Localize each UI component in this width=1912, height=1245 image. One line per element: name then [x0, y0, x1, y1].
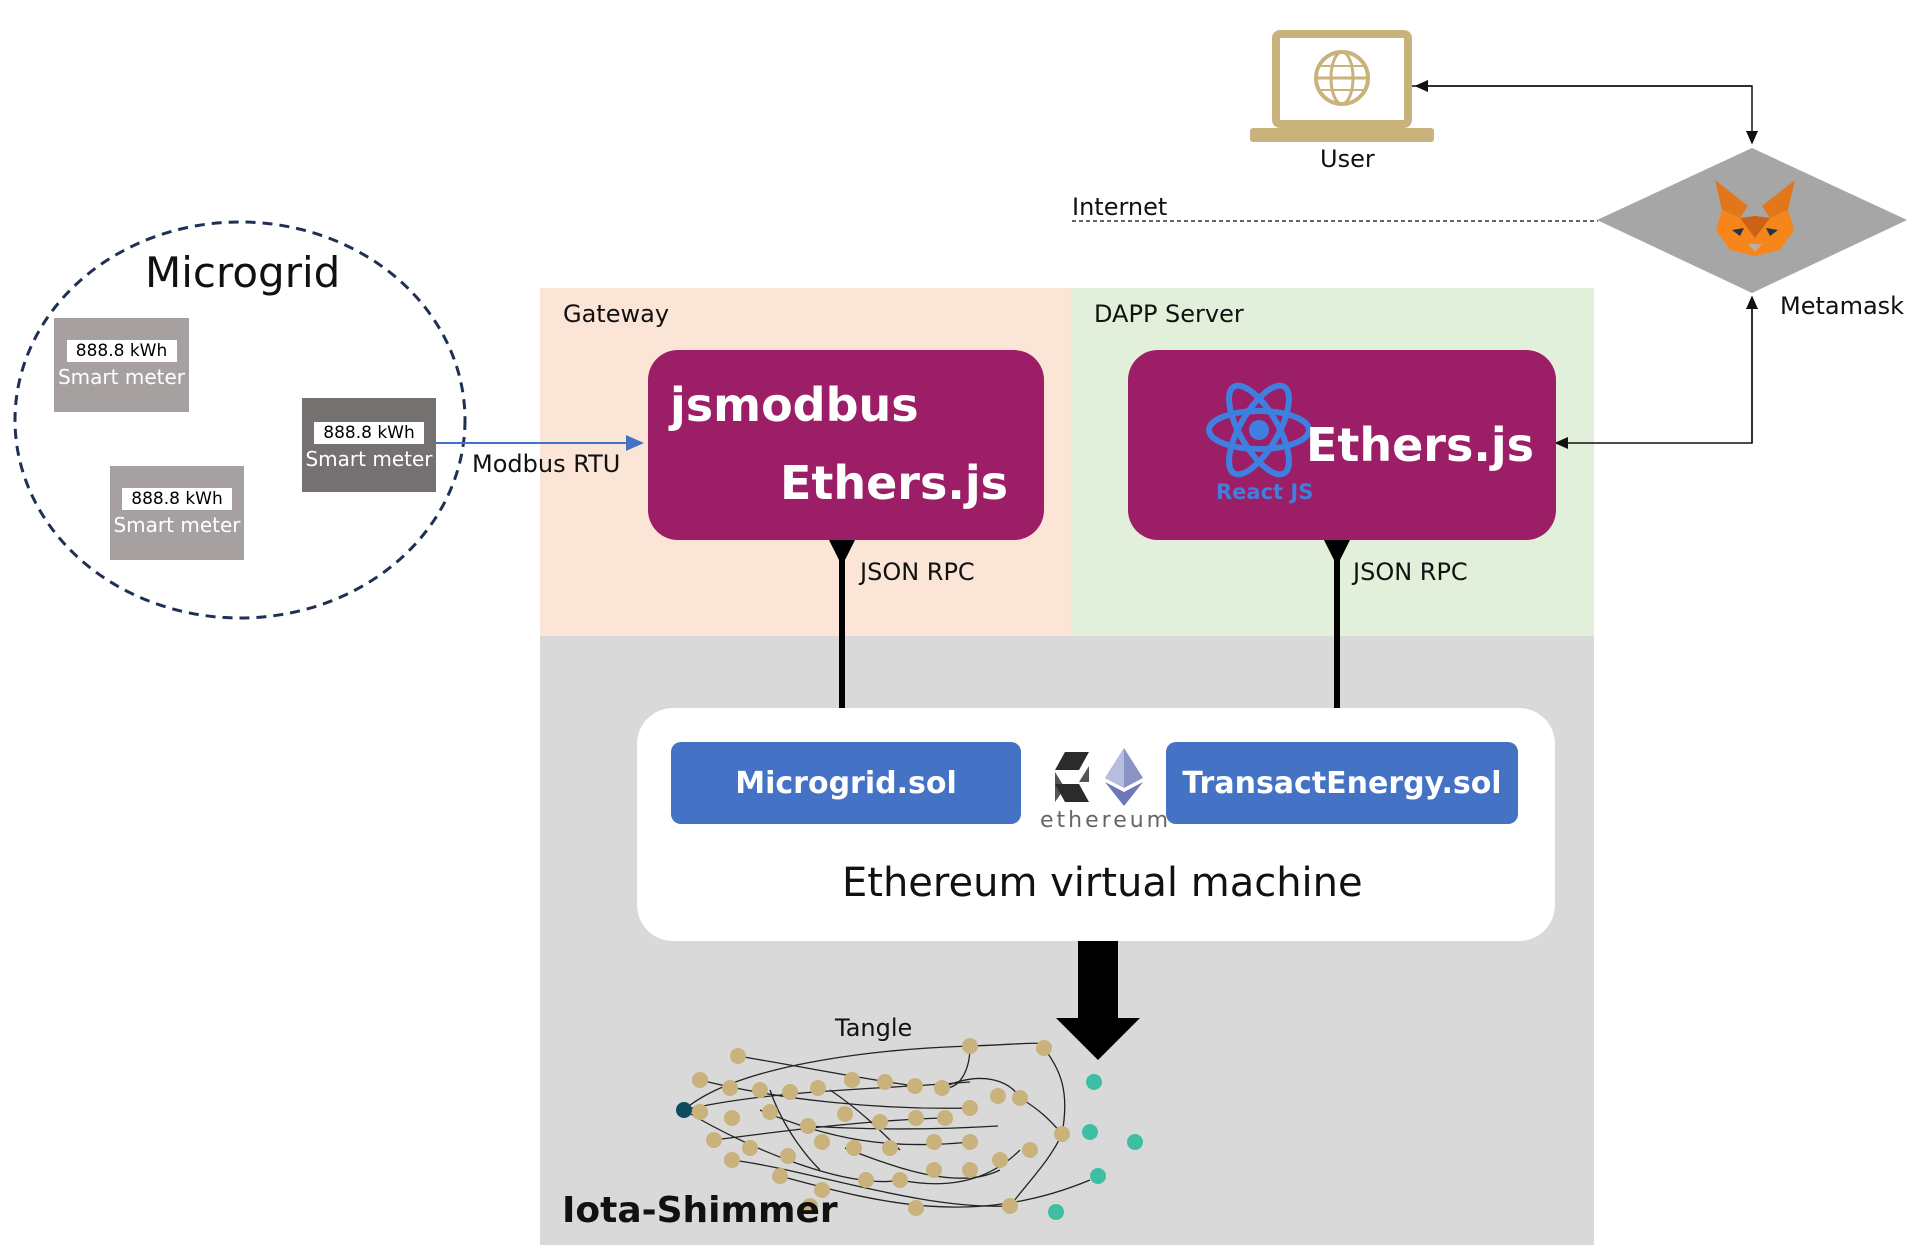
json-rpc-right-label: JSON RPC: [1353, 558, 1468, 586]
gateway-ethers-label: Ethers.js: [779, 456, 1008, 510]
meter-reading: 888.8 kWh: [122, 488, 232, 510]
transact-energy-sol-contract: TransactEnergy.sol: [1166, 742, 1518, 824]
jsmodbus-label: jsmodbus: [670, 378, 919, 432]
metamask-label: Metamask: [1780, 292, 1905, 320]
smart-meter: 888.8 kWh Smart meter: [110, 466, 244, 560]
react-label: React JS: [1216, 480, 1314, 504]
laptop-globe-icon: [1250, 30, 1434, 142]
meter-label: Smart meter: [57, 365, 185, 389]
user-metamask-arrow: [1412, 85, 1758, 145]
meter-reading: 888.8 kWh: [314, 422, 424, 444]
microgrid-title: Microgrid: [145, 248, 341, 297]
microgrid-boundary: [13, 220, 467, 620]
gateway-label: Gateway: [563, 300, 670, 328]
gateway-node: jsmodbus Ethers.js: [648, 350, 1044, 540]
modbus-label: Modbus RTU: [472, 450, 621, 478]
dapp-server-label: DAPP Server: [1094, 300, 1244, 328]
iota-shimmer-label: Iota-Shimmer: [562, 1190, 838, 1231]
evm-label: Ethereum virtual machine: [842, 860, 1363, 906]
user-label: User: [1320, 145, 1375, 173]
tangle-label: Tangle: [835, 1014, 913, 1042]
metamask-fox-icon: [1715, 180, 1795, 256]
smart-meter: 888.8 kWh Smart meter: [302, 398, 436, 492]
solidity-icon: [1055, 752, 1089, 802]
ethereum-wordmark: ethereum: [1040, 808, 1172, 833]
json-rpc-left-label: JSON RPC: [860, 558, 975, 586]
evm-to-tangle-arrow: [1056, 938, 1140, 1060]
meter-label: Smart meter: [113, 513, 241, 537]
ethereum-diamond-icon: [1105, 748, 1143, 806]
metamask-dapp-arrow: [1554, 300, 1753, 449]
meter-label: Smart meter: [305, 447, 433, 471]
smart-meter: 888.8 kWh Smart meter: [54, 318, 189, 412]
dapp-ethers-label: Ethers.js: [1305, 418, 1534, 472]
microgrid-sol-contract: Microgrid.sol: [671, 742, 1021, 824]
dapp-node: React JS Ethers.js: [1128, 350, 1556, 540]
meter-reading: 888.8 kWh: [66, 340, 177, 362]
internet-label: Internet: [1072, 193, 1168, 221]
react-atom-icon: [1206, 382, 1312, 478]
tangle-graph: [676, 1038, 1143, 1220]
